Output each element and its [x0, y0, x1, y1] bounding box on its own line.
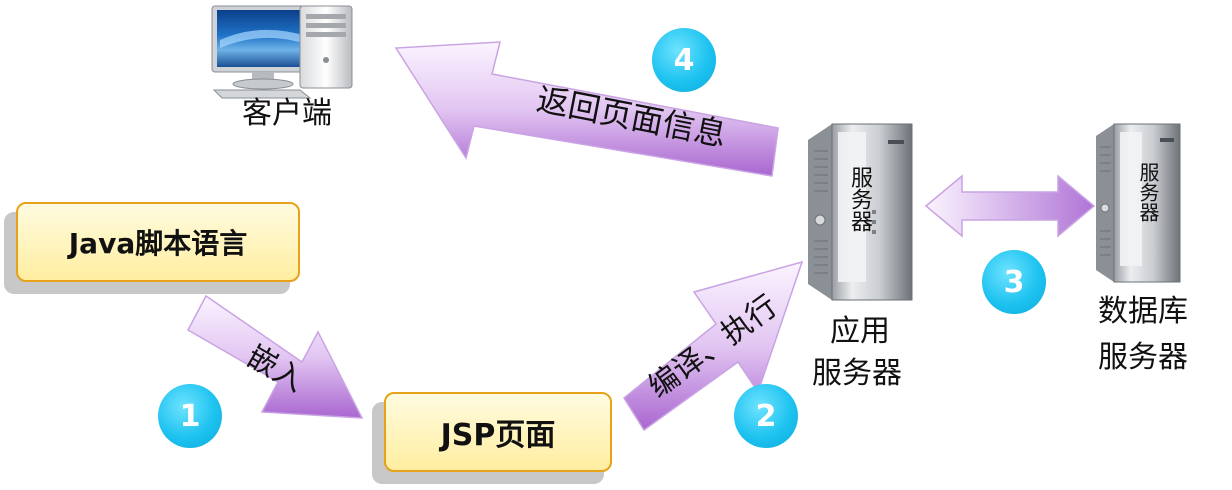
step-1-badge: 1	[158, 384, 222, 448]
data-exchange-arrow	[924, 174, 1096, 238]
jsp-page-box-label: JSP页面	[440, 418, 556, 453]
java-script-box: Java脚本语言	[16, 202, 300, 282]
db-server-label-line2: 服务器	[1098, 340, 1188, 375]
embed-arrow	[186, 294, 364, 419]
step-3-badge: 3	[982, 250, 1046, 314]
app-server-chassis-text: 服务器	[847, 166, 872, 232]
app-server-label-line2: 服务器	[812, 356, 902, 391]
db-server-icon	[1096, 123, 1181, 283]
step-4-badge: 4	[652, 28, 716, 92]
db-server-label-line1: 数据库	[1098, 294, 1188, 329]
app-server-icon	[808, 123, 913, 301]
java-script-box-label: Java脚本语言	[68, 227, 248, 260]
client-computer-icon	[211, 5, 353, 99]
return-arrow	[394, 41, 779, 177]
db-server-chassis-text: 服务器	[1136, 162, 1160, 222]
app-server-label-line1: 应用	[830, 314, 890, 349]
client-label: 客户端	[242, 96, 332, 131]
step-2-badge: 2	[734, 384, 798, 448]
jsp-page-box: JSP页面	[384, 392, 612, 472]
